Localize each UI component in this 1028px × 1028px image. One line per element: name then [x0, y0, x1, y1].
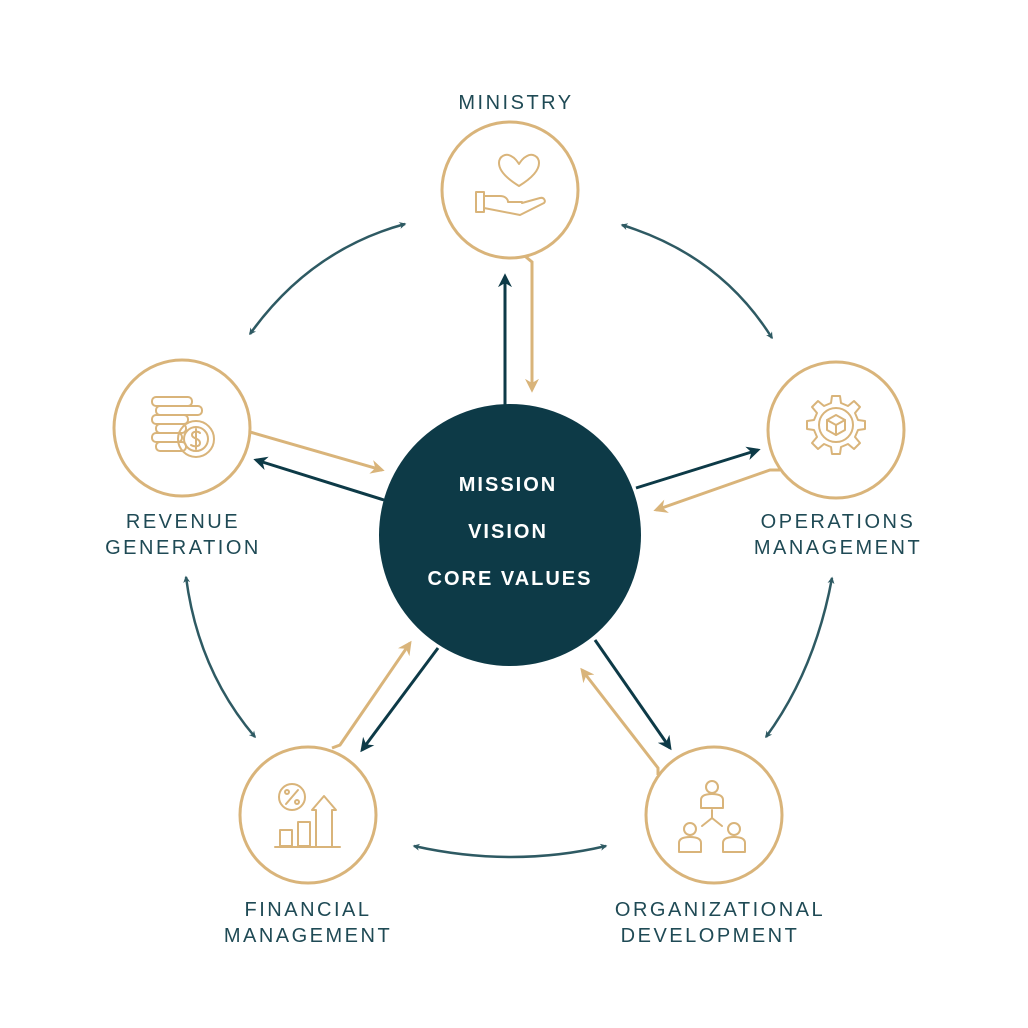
center-hub: MISSION VISION CORE VALUES — [379, 404, 641, 666]
center-line-mission: MISSION — [459, 474, 557, 496]
node-operations-label-line-1: OPERATIONS — [761, 511, 916, 533]
node-ministry: MINISTRY — [440, 92, 580, 260]
gear-cube-icon — [806, 395, 866, 455]
node-organizational: ORGANIZATIONAL DEVELOPMENT — [615, 745, 825, 947]
arrow-center-to-organizational — [593, 639, 672, 751]
arrow-operations-organizational — [764, 576, 835, 739]
arrow-center-to-operations — [635, 446, 761, 490]
arrow-financial-revenue — [183, 575, 256, 739]
outbound-arrows — [253, 273, 761, 753]
arrow-center-to-revenue — [253, 456, 385, 502]
node-revenue-label-line-1: REVENUE — [126, 511, 240, 533]
node-operations: OPERATIONS MANAGEMENT — [754, 360, 922, 559]
arrow-revenue-to-center — [235, 426, 385, 474]
arrow-operations-to-center — [653, 468, 780, 513]
node-financial-label-line-2: MANAGEMENT — [224, 925, 392, 947]
node-ministry-label-line-1: MINISTRY — [458, 92, 573, 114]
team-hierarchy-icon — [678, 780, 746, 853]
arrow-organizational-to-center — [580, 667, 660, 775]
coin-stack-dollar-icon — [151, 396, 215, 458]
node-financial-circle — [238, 745, 378, 885]
center-line-core-values: CORE VALUES — [428, 568, 593, 590]
arrow-revenue-ministry — [248, 222, 407, 336]
cycle-arrows — [183, 222, 835, 859]
node-revenue-label-line-2: GENERATION — [105, 537, 261, 559]
center-line-vision: VISION — [468, 521, 548, 543]
node-organizational-label-line-2: DEVELOPMENT — [621, 925, 800, 947]
percent-growth-chart-icon — [274, 783, 341, 848]
arrow-organizational-financial — [412, 843, 608, 859]
arrow-financial-to-center — [331, 640, 412, 750]
center-circle — [379, 404, 641, 666]
arrow-ministry-operations — [620, 223, 774, 340]
node-operations-label-line-2: MANAGEMENT — [754, 537, 922, 559]
arrow-ministry-to-center — [519, 250, 539, 393]
node-organizational-label-line-1: ORGANIZATIONAL — [615, 899, 825, 921]
node-organizational-circle — [644, 745, 784, 885]
node-revenue: REVENUE GENERATION — [105, 358, 261, 559]
arrow-center-to-financial — [360, 647, 440, 753]
heart-in-hand-icon — [475, 153, 546, 216]
node-ministry-circle — [440, 120, 580, 260]
node-financial: FINANCIAL MANAGEMENT — [224, 745, 392, 947]
node-financial-label-line-1: FINANCIAL — [245, 899, 372, 921]
